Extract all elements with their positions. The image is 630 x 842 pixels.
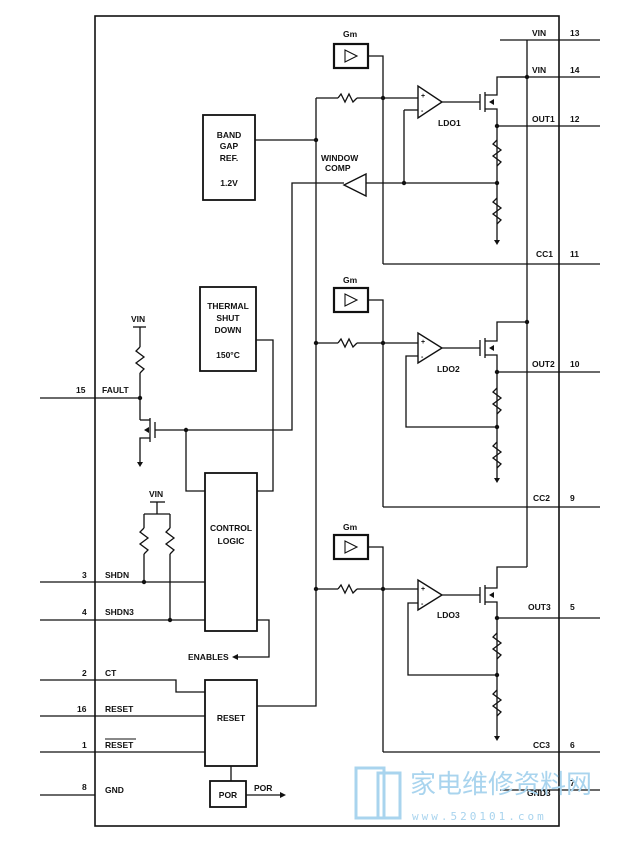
pin16-name: RESET <box>105 704 134 714</box>
pin9-num: 9 <box>570 493 575 503</box>
pin12-num: 12 <box>570 114 580 124</box>
ic-outline <box>94 15 560 827</box>
ldo2-label: LDO2 <box>437 364 460 374</box>
svg-text:BAND: BAND <box>217 130 242 140</box>
svg-text:+: + <box>421 339 425 346</box>
svg-text:-: - <box>421 354 424 361</box>
svg-text:1.2V: 1.2V <box>220 178 238 188</box>
svg-text:GAP: GAP <box>220 141 239 151</box>
svg-text:DOWN: DOWN <box>215 325 242 335</box>
fault-circuit: VIN <box>131 314 186 467</box>
pin6-name: CC3 <box>533 740 550 750</box>
svg-text:REF.: REF. <box>220 153 238 163</box>
svg-text:LOGIC: LOGIC <box>218 536 245 546</box>
svg-text:RESET: RESET <box>217 713 246 723</box>
svg-text:Gm: Gm <box>343 522 358 532</box>
pin13-num: 13 <box>570 28 580 38</box>
gm-block-3: Gm <box>332 522 384 752</box>
pin13-name: VIN <box>532 28 546 38</box>
shdn-pullups: VIN <box>138 489 176 623</box>
por-block: POR POR <box>209 780 286 808</box>
pin15-name: FAULT <box>102 385 130 395</box>
svg-text:+: + <box>421 93 425 100</box>
pin2-num: 2 <box>82 668 87 678</box>
pin3-name: SHDN <box>105 570 129 580</box>
ldo1-label: LDO1 <box>438 118 461 128</box>
watermark-url: www.520101.com <box>412 810 547 823</box>
window-comp-label-1: WINDOW <box>321 153 359 163</box>
reset-block: RESET <box>204 679 258 781</box>
pin6-num: 6 <box>570 740 575 750</box>
bandgap-block: BAND GAP REF. 1.2V <box>202 114 256 201</box>
pin11-name: CC1 <box>536 249 553 259</box>
svg-text:SHUT: SHUT <box>216 313 240 323</box>
svg-text:CONTROL: CONTROL <box>210 523 252 533</box>
svg-text:-: - <box>421 108 424 115</box>
ldo3-stage: + - LDO3 <box>316 566 527 741</box>
pin8-num: 8 <box>82 782 87 792</box>
gm-block-2: Gm <box>332 275 384 507</box>
pin1-num: 1 <box>82 740 87 750</box>
pin3-num: 3 <box>82 570 87 580</box>
pin9-name: CC2 <box>533 493 550 503</box>
pin1-name: RESET <box>105 740 134 750</box>
svg-text:+: + <box>421 586 425 593</box>
pin10-num: 10 <box>570 359 580 369</box>
watermark: 家电维修资料网 www.520101.com <box>354 766 592 823</box>
pin5-name: OUT3 <box>528 602 551 612</box>
gm-block-1: Gm <box>332 29 384 264</box>
svg-text:THERMAL: THERMAL <box>207 301 249 311</box>
pin7-name: GND3 <box>527 788 551 798</box>
svg-text:-: - <box>421 601 424 608</box>
watermark-text: 家电维修资料网 <box>410 770 592 800</box>
enables-label: ENABLES <box>188 652 229 662</box>
control-logic-block: CONTROL LOGIC ENABLES <box>183 427 270 662</box>
vin-label-fault: VIN <box>131 314 145 324</box>
vin-label-shdn: VIN <box>149 489 163 499</box>
thermal-block: THERMAL SHUT DOWN 150°C <box>199 286 274 492</box>
pin4-name: SHDN3 <box>105 607 134 617</box>
svg-text:Gm: Gm <box>343 275 358 285</box>
pin11-num: 11 <box>570 249 579 259</box>
pin12-name: OUT1 <box>532 114 555 124</box>
window-comp-label-2: COMP <box>325 163 351 173</box>
window-comp-triangle <box>342 172 367 198</box>
pin14-name: VIN <box>532 65 546 75</box>
ldo3-label: LDO3 <box>437 610 460 620</box>
pin15-num: 15 <box>76 385 86 395</box>
svg-text:Gm: Gm <box>343 29 358 39</box>
por-out-label: POR <box>254 783 272 793</box>
ldo1-stage: + - LDO1 WINDOW COMP <box>186 76 527 431</box>
ldo2-stage: + - LDO2 <box>316 321 527 483</box>
pin7-num: 7 <box>570 778 575 788</box>
reference-bus <box>257 98 317 707</box>
pin2-name: CT <box>105 668 117 678</box>
svg-text:POR: POR <box>219 790 237 800</box>
svg-text:150°C: 150°C <box>216 350 240 360</box>
pin16-num: 16 <box>77 704 87 714</box>
pin14-num: 14 <box>570 65 580 75</box>
pin4-num: 4 <box>82 607 87 617</box>
pin10-name: OUT2 <box>532 359 555 369</box>
pin8-name: GND <box>105 785 124 795</box>
pin5-num: 5 <box>570 602 575 612</box>
